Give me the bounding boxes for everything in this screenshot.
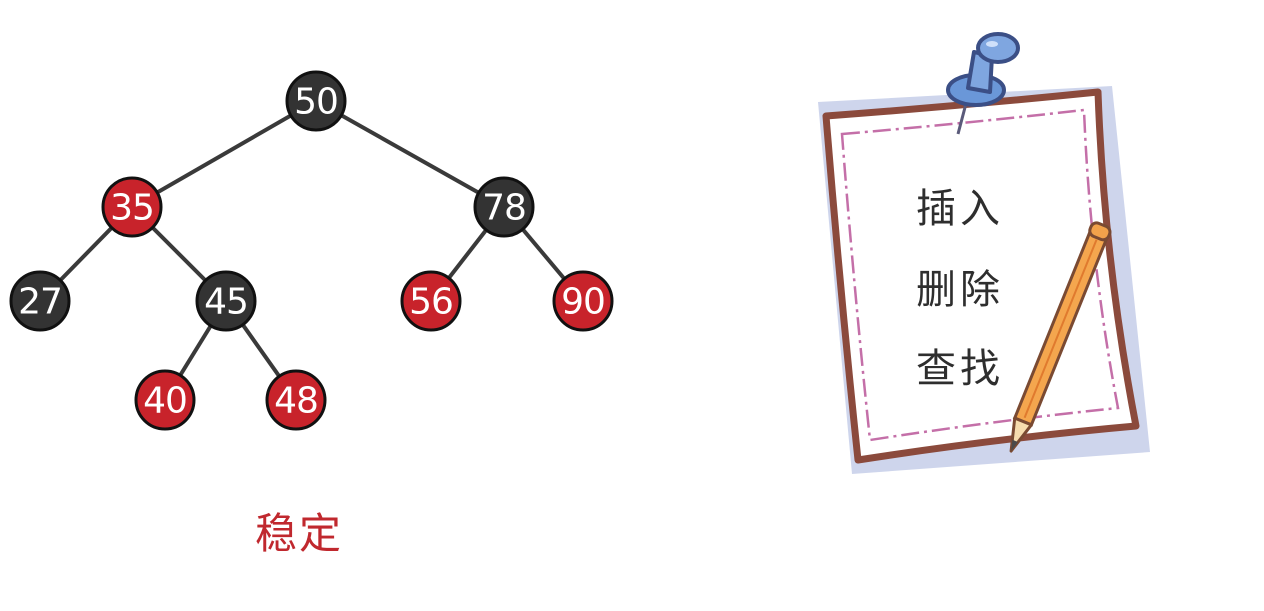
tree-node-label: 50 xyxy=(294,82,338,123)
tree-node-circle xyxy=(552,270,614,332)
tree-node-label: 56 xyxy=(409,282,453,323)
tree-node-56: 56 xyxy=(400,270,462,332)
tree-node-78: 78 xyxy=(473,176,535,238)
tree-node-label: 27 xyxy=(18,282,62,323)
note-paper xyxy=(822,88,1140,464)
tree-node-label: 40 xyxy=(143,381,187,422)
note-item-delete: 删除 xyxy=(916,267,1004,313)
tree-edges xyxy=(38,99,585,402)
tree-node-label: 48 xyxy=(274,381,318,422)
note-item-search: 查找 xyxy=(916,346,1004,392)
tree-node-40: 40 xyxy=(134,369,196,431)
tree-node-50: 50 xyxy=(285,70,347,132)
tree-caption: 稳定 xyxy=(255,509,344,558)
note-dashed-border xyxy=(840,108,1120,442)
tree-node-circle xyxy=(195,270,257,332)
tree-node-90: 90 xyxy=(552,270,614,332)
push-pin-icon xyxy=(946,32,1020,135)
tree-edge xyxy=(315,99,505,209)
tree-node-27: 27 xyxy=(9,270,71,332)
tree-nodes: 50 35 78 27 45 56 90 40 48 xyxy=(9,70,614,431)
tree-edge xyxy=(131,99,317,209)
tree-node-circle xyxy=(265,369,327,431)
tree-node-circle xyxy=(134,369,196,431)
pencil-icon xyxy=(1009,221,1112,453)
tree-node-circle xyxy=(101,176,163,238)
tree-node-label: 78 xyxy=(482,188,526,229)
tree-node-45: 45 xyxy=(195,270,257,332)
tree-node-circle xyxy=(285,70,347,132)
tree-node-label: 45 xyxy=(204,282,248,323)
note-item-insert: 插入 xyxy=(916,186,1004,232)
tree-node-circle xyxy=(9,270,71,332)
tree-node-label: 35 xyxy=(110,188,154,229)
tree-node-35: 35 xyxy=(101,176,163,238)
tree-node-label: 90 xyxy=(561,282,605,323)
tree-node-48: 48 xyxy=(265,369,327,431)
note-card-illustration xyxy=(818,32,1150,474)
tree-node-circle xyxy=(473,176,535,238)
tree-node-circle xyxy=(400,270,462,332)
